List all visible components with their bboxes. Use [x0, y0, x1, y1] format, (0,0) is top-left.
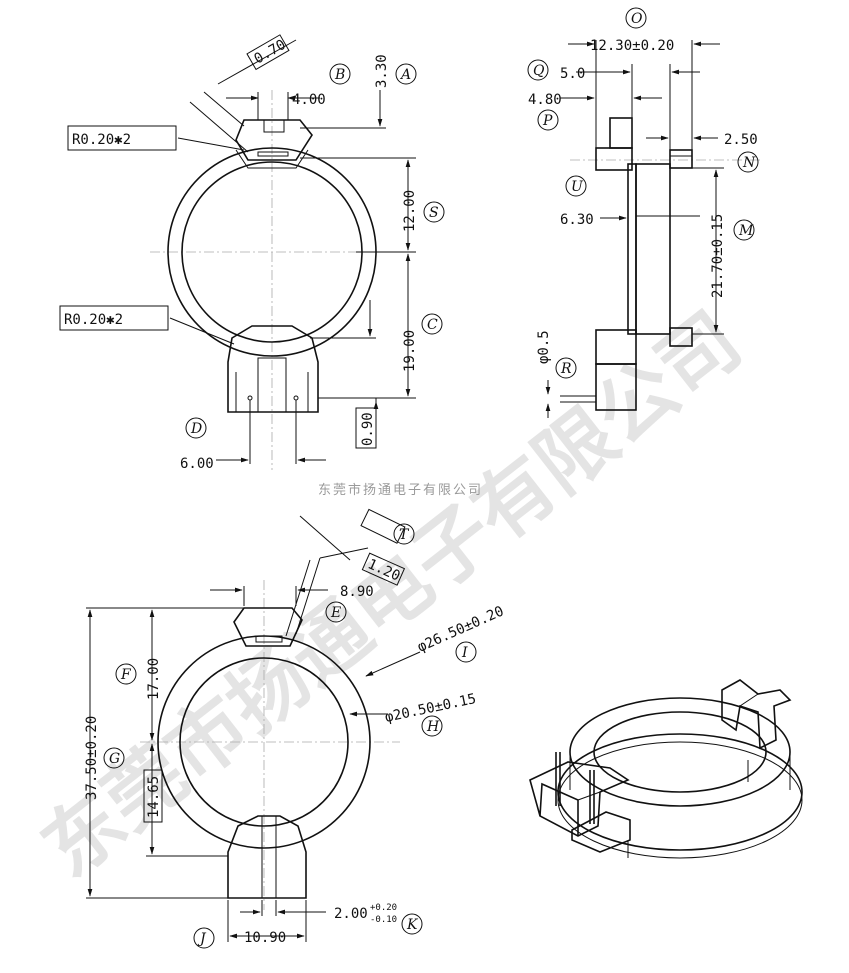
svg-text:J: J: [197, 931, 207, 947]
svg-text:E: E: [330, 605, 341, 621]
label-e: E: [325, 601, 347, 623]
svg-text:P: P: [542, 113, 553, 129]
label-b: B: [329, 63, 351, 85]
label-d: D: [185, 417, 207, 439]
dim-6-00: 6.00: [180, 456, 214, 472]
svg-text:A: A: [399, 67, 411, 83]
label-j: J: [193, 927, 215, 949]
dim-r-bottom: R0.20✱2: [64, 312, 123, 328]
label-g: G: [103, 747, 125, 769]
top-view: 0.70 4.00 3.30 R0.20✱2 R0.20✱2 12.00 19.…: [59, 34, 445, 472]
dim-12-30: 12.30±0.20: [590, 38, 674, 54]
svg-text:T: T: [399, 527, 410, 543]
dim-3-30: 3.30: [374, 54, 390, 88]
label-k: K: [401, 913, 423, 935]
svg-text:U: U: [571, 179, 584, 195]
dim-2-50: 2.50: [724, 132, 758, 148]
dim-14-65: 14.65: [146, 776, 162, 818]
svg-text:I: I: [461, 645, 468, 661]
label-n: N: [737, 151, 759, 173]
watermark-caption: 东莞市扬通电子有限公司: [318, 482, 483, 498]
dim-12-00: 12.00: [402, 190, 418, 232]
svg-text:B: B: [334, 67, 345, 83]
dim-21-70: 21.70±0.15: [710, 214, 726, 298]
svg-text:H: H: [426, 719, 440, 735]
dim-2-00: 2.00: [334, 906, 368, 922]
dim-8-90: 8.90: [340, 584, 374, 600]
dim-37-50: 37.50±0.20: [84, 716, 100, 800]
dim-r-top: R0.20✱2: [72, 132, 131, 148]
svg-text:K: K: [406, 917, 419, 933]
label-t: T: [393, 523, 415, 545]
label-u: U: [565, 175, 587, 197]
watermark-large: 东莞市扬通电子有限公司: [26, 296, 758, 895]
svg-text:0.70: 0.70: [251, 37, 288, 68]
label-a: A: [395, 63, 417, 85]
dim-phi-0-5: φ0.5: [536, 330, 552, 364]
dim-1-20: [360, 508, 406, 544]
label-s: S: [423, 201, 445, 223]
top-tab: [235, 119, 313, 161]
label-m: M: [733, 219, 755, 241]
svg-text:G: G: [109, 751, 120, 767]
side-view: 12.30±0.20 5.0 4.80 2.50 6.30 21.70±0.15…: [527, 7, 760, 418]
label-f: F: [115, 663, 137, 685]
label-o: O: [625, 7, 647, 29]
svg-text:Q: Q: [533, 63, 545, 79]
watermark-large-text: 东莞市扬通电子有限公司: [26, 296, 758, 895]
dim-5-0: 5.0: [560, 66, 585, 82]
dim-0-70: 0.70: [246, 34, 290, 71]
inner-circle-20-50: [179, 657, 349, 827]
label-q: Q: [527, 59, 549, 81]
dim-2-00-tol-plus: +0.20: [370, 903, 397, 913]
bottom-tab: [227, 325, 319, 413]
dim-0-90: 0.90: [360, 412, 376, 446]
svg-text:M: M: [738, 223, 754, 239]
label-i: I: [455, 641, 477, 663]
dim-17-00: 17.00: [146, 658, 162, 700]
label-r: R: [555, 357, 577, 379]
svg-text:N: N: [742, 155, 756, 171]
dim-2-00-tol-minus: -0.10: [370, 915, 397, 925]
svg-text:D: D: [190, 421, 202, 437]
svg-text:S: S: [429, 205, 439, 221]
label-h: H: [421, 715, 443, 737]
dim-10-90: 10.90: [244, 930, 286, 946]
svg-text:F: F: [120, 667, 132, 683]
svg-text:C: C: [427, 317, 438, 333]
dim-4-00: 4.00: [292, 92, 326, 108]
svg-text:R: R: [560, 361, 572, 377]
isometric-view: [529, 679, 803, 859]
label-p: P: [537, 109, 559, 131]
label-c: C: [421, 313, 443, 335]
dim-6-30: 6.30: [560, 212, 594, 228]
svg-text:O: O: [631, 11, 643, 27]
dim-4-80: 4.80: [528, 92, 562, 108]
dim-19-00: 19.00: [402, 330, 418, 372]
